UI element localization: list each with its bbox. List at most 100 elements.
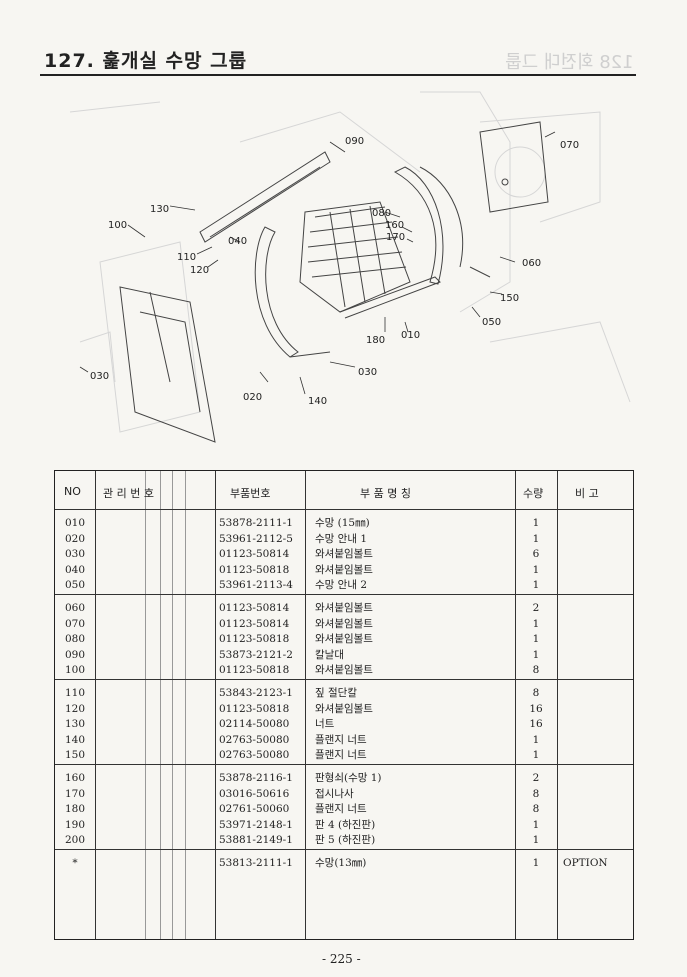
row-part-no: 01123-50818 <box>219 702 290 715</box>
row-part-name: 와셔붙임볼트 <box>315 548 373 560</box>
header-no: NO <box>64 485 81 498</box>
row-part-name: 판형쇠(수망 1) <box>315 772 382 784</box>
title-rule <box>40 74 636 76</box>
row-part-no: 01123-50818 <box>219 563 290 576</box>
row-part-no: 53813-2111-1 <box>219 857 293 869</box>
page-number: - 225 - <box>322 952 361 966</box>
row-no: 050 <box>64 579 86 591</box>
row-qty: 1 <box>532 563 540 576</box>
row-qty: 1 <box>532 818 540 831</box>
row-part-no: 01123-50818 <box>219 633 290 645</box>
row-no: 200 <box>64 834 86 846</box>
row-part-name: 짚 절단칼 <box>315 687 357 699</box>
callout-090: 090 <box>345 136 364 147</box>
row-part-no: 03016-50616 <box>219 787 290 800</box>
row-no: 110 <box>64 687 86 699</box>
row-qty: 6 <box>532 548 540 560</box>
row-part-name: 와셔붙임볼트 <box>315 617 373 630</box>
row-qty: 8 <box>532 664 540 676</box>
row-part-no: 02763-50080 <box>219 733 290 746</box>
row-no: 100 <box>64 664 86 676</box>
row-part-name: 플랜지 너트 <box>315 749 367 761</box>
callout-180: 180 <box>366 335 385 346</box>
row-qty: 8 <box>532 787 540 800</box>
row-part-name: 플랜지 너트 <box>315 733 367 746</box>
row-qty: 1 <box>532 749 540 761</box>
row-part-name: 수망(13㎜) <box>315 857 367 869</box>
row-part-no: 53961-2113-4 <box>219 579 293 591</box>
row-no: 170 <box>64 787 86 800</box>
row-qty: 1 <box>532 733 540 746</box>
callout-140: 140 <box>308 396 327 407</box>
row-part-name: 와셔붙임볼트 <box>315 702 373 715</box>
row-part-no: 53881-2149-1 <box>219 834 293 846</box>
row-part-no: 01123-50818 <box>219 664 290 676</box>
row-part-no: 53878-2111-1 <box>219 517 293 529</box>
row-part-name: 수망 (15㎜) <box>315 517 370 529</box>
row-qty: 1 <box>532 857 540 869</box>
row-part-no: 53873-2121-2 <box>219 648 293 661</box>
row-no: 190 <box>64 818 86 831</box>
callout-040: 040 <box>228 236 247 247</box>
callout-030b: 030 <box>90 371 109 382</box>
row-part-name: 와셔붙임볼트 <box>315 602 373 614</box>
row-part-no: 02114-50080 <box>219 718 290 730</box>
row-remark: OPTION <box>563 857 608 869</box>
row-qty: 8 <box>532 803 540 815</box>
ghost-title: 128 회전대 그룹 <box>505 52 634 73</box>
row-qty: 1 <box>532 617 540 630</box>
callout-170: 170 <box>386 232 405 243</box>
row-qty: 1 <box>532 834 540 846</box>
row-qty: 1 <box>532 633 540 645</box>
row-part-name: 판 5 (하진판) <box>315 834 376 846</box>
row-part-no: 01123-50814 <box>219 617 290 630</box>
row-part-no: 53961-2112-5 <box>219 532 293 545</box>
row-qty: 1 <box>532 517 540 529</box>
row-qty: 2 <box>532 772 540 784</box>
header-qty: 수량 <box>523 487 544 500</box>
row-part-no: 02763-50080 <box>219 749 290 761</box>
row-no: 060 <box>64 602 86 614</box>
callout-030a: 030 <box>358 367 377 378</box>
callout-160: 160 <box>385 220 404 231</box>
callout-070: 070 <box>560 140 579 151</box>
row-no: 140 <box>64 733 86 746</box>
callout-080: 080 <box>372 208 391 219</box>
row-part-name: 와셔붙임볼트 <box>315 633 373 645</box>
row-no: 160 <box>64 772 86 784</box>
row-qty: 1 <box>532 579 540 591</box>
row-qty: 1 <box>532 532 540 545</box>
row-no: 090 <box>64 648 86 661</box>
row-no: 180 <box>64 803 86 815</box>
row-no: 080 <box>64 633 86 645</box>
page-title: 127. 훑개실 수망 그룹 <box>44 50 248 72</box>
callout-100: 100 <box>108 220 127 231</box>
row-part-name: 칼날대 <box>315 648 344 661</box>
header-mgmt: 관 리 번 호 <box>103 487 154 500</box>
row-qty: 16 <box>529 718 543 730</box>
callout-060: 060 <box>522 258 541 269</box>
callout-110: 110 <box>177 252 196 263</box>
callout-150: 150 <box>500 293 519 304</box>
row-no: 030 <box>64 548 86 560</box>
callout-050: 050 <box>482 317 501 328</box>
callout-020: 020 <box>243 392 262 403</box>
header-part-no: 부품번호 <box>230 487 271 500</box>
row-part-name: 판 4 (하진판) <box>315 818 376 831</box>
row-part-no: 01123-50814 <box>219 548 290 560</box>
row-qty: 8 <box>532 687 540 699</box>
row-no: 120 <box>64 702 86 715</box>
row-part-no: 02761-50060 <box>219 803 290 815</box>
row-part-name: 너트 <box>315 718 335 730</box>
row-part-no: 53971-2148-1 <box>219 818 293 831</box>
row-no: 010 <box>64 517 86 529</box>
row-part-no: 01123-50814 <box>219 602 290 614</box>
callout-010: 010 <box>401 330 420 341</box>
row-no: 130 <box>64 718 86 730</box>
exploded-parts-diagram: 090 070 130 100 080 160 170 040 110 120 … <box>69 91 631 443</box>
row-qty: 2 <box>532 602 540 614</box>
row-part-name: 와셔붙임볼트 <box>315 563 373 576</box>
row-qty: 16 <box>529 702 543 715</box>
row-part-no: 53843-2123-1 <box>219 687 293 699</box>
row-no: * <box>72 857 78 869</box>
